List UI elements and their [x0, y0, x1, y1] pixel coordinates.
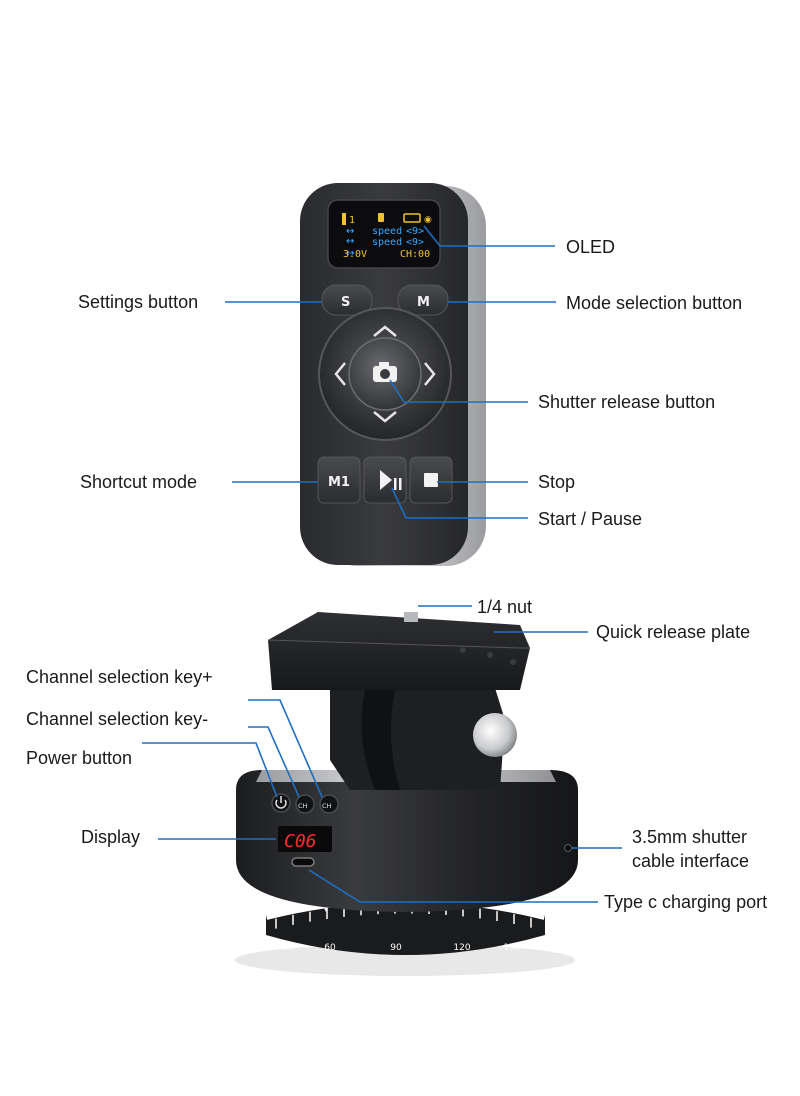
oled-voltage: 3.0V [343, 249, 367, 260]
leader-ch-minus [248, 726, 300, 798]
leader-lines [142, 225, 622, 903]
ground-shadow [235, 944, 575, 976]
channel-plus-label: CH [322, 802, 332, 810]
arrows-icon: ↔ [346, 226, 354, 237]
dial-tick-label: 150 [503, 943, 520, 953]
label-settings-button: Settings button [78, 292, 199, 312]
audio-jack [564, 844, 572, 852]
channel-minus-button[interactable] [295, 794, 315, 814]
chevron-right-icon [424, 362, 436, 386]
settings-button-label: S [341, 295, 350, 310]
mode-button-label: M [417, 295, 430, 310]
leader-typec [308, 869, 598, 903]
dial-tick-label: 60 [324, 943, 336, 953]
chevron-up-icon [373, 325, 397, 337]
chevron-left-icon [334, 362, 346, 386]
leader-start-pause [391, 487, 528, 519]
label-typec-charging-port: Type c charging port [604, 892, 768, 912]
dial-tick-label: 30 [282, 943, 294, 953]
label-channel-key-minus: Channel selection key- [26, 709, 209, 729]
pan-tilt-head: 30 60 90 120 150 [235, 612, 578, 976]
channel-minus-label: CH [298, 802, 308, 810]
lock-icon [378, 213, 384, 222]
pause-icon [394, 478, 397, 490]
label-stop: Stop [538, 472, 576, 492]
tilt-arm-shade [361, 690, 400, 790]
oled-channel: CH:00 [400, 249, 430, 260]
signal-icon: ◉ [424, 215, 432, 225]
dial-tick-label: 120 [453, 943, 470, 953]
leader-oled [423, 225, 555, 247]
oled-speed-value-2: <9> [406, 237, 424, 248]
label-shortcut-mode: Shortcut mode [80, 472, 198, 492]
typec-port [291, 857, 315, 867]
label-shutter-cable-line1: 3.5mm shutter [632, 827, 748, 847]
leader-shutter [389, 379, 528, 403]
play-icon [380, 470, 392, 490]
label-quarter-nut: 1/4 nut [477, 597, 533, 617]
battery-icon [403, 213, 421, 223]
leader-power [142, 742, 278, 798]
remote-control: ◉ ↔ ↔ ↔ [300, 183, 486, 566]
quick-release-plate [268, 612, 530, 690]
shortcut-button-label: M1 [328, 475, 350, 490]
shortcut-m1-button[interactable] [317, 456, 361, 504]
oled-channel-number: 1 [349, 215, 355, 226]
leader-ch-plus [248, 699, 323, 798]
display-readout: C06 [284, 831, 317, 852]
display-panel [278, 826, 332, 852]
label-shutter-release-button: Shutter release button [538, 392, 716, 412]
settings-button[interactable] [321, 284, 373, 316]
label-channel-key-plus: Channel selection key+ [26, 667, 213, 687]
camera-icon [373, 362, 397, 382]
chevron-down-icon [373, 411, 397, 423]
dial-tick-label: 90 [390, 943, 402, 953]
mode-button[interactable] [397, 284, 449, 316]
label-shutter-cable-line2: cable interface [632, 851, 750, 871]
battery-bar-icon [342, 213, 346, 225]
stop-icon [424, 473, 438, 487]
oled-speed-label-1: speed [372, 226, 402, 237]
arrows-icon: ↔ [346, 236, 354, 247]
label-oled: OLED [566, 237, 616, 257]
oled-screen [327, 199, 441, 269]
label-start-pause: Start / Pause [538, 509, 643, 529]
lock-knob[interactable] [473, 713, 517, 757]
angle-dial-ring [266, 897, 545, 955]
oled-speed-value-1: <9> [406, 226, 424, 237]
oled-speed-label-2: speed [372, 237, 402, 248]
label-power-button: Power button [26, 748, 133, 768]
arrows-icon: ↔ [346, 248, 354, 259]
pause-icon [399, 478, 402, 490]
power-icon [275, 799, 287, 809]
label-quick-release-plate: Quick release plate [596, 622, 751, 642]
quarter-inch-screw [404, 612, 418, 622]
label-display: Display [81, 827, 141, 847]
label-mode-selection-button: Mode selection button [566, 293, 743, 313]
channel-plus-button[interactable] [319, 794, 339, 814]
